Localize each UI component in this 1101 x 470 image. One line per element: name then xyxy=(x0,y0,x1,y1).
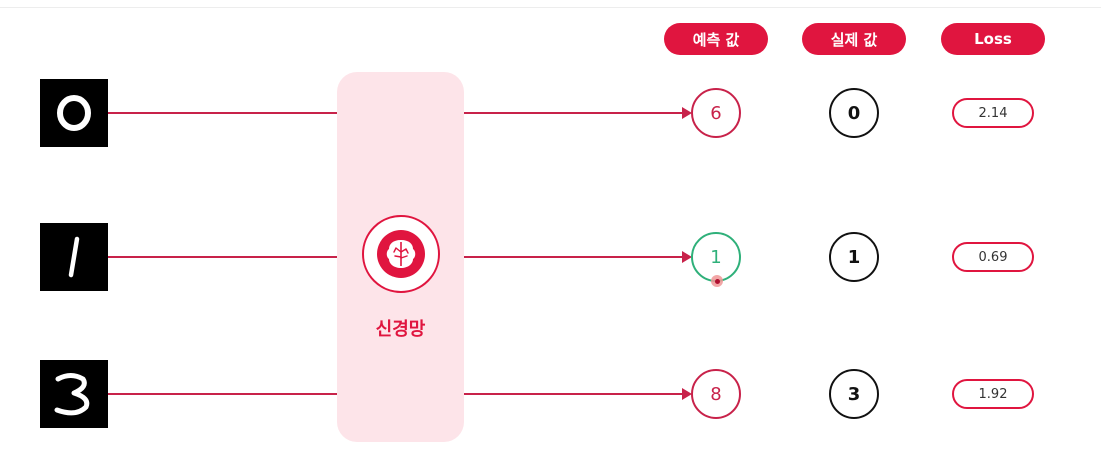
input-image-1 xyxy=(40,223,108,291)
actual-value-1: 1 xyxy=(829,232,879,282)
output-line-1 xyxy=(464,256,682,258)
brain-icon xyxy=(362,215,440,293)
loss-value-2: 1.92 xyxy=(952,379,1034,409)
loss-header: Loss xyxy=(941,23,1045,55)
handwritten-three-image xyxy=(54,373,90,416)
actual-header: 실제 값 xyxy=(802,23,906,55)
input-line-0 xyxy=(108,112,337,114)
predicted-value-1: 1 xyxy=(691,232,741,282)
predicted-value-0: 6 xyxy=(691,88,741,138)
arrow-head-2 xyxy=(682,388,692,400)
handwritten-zero-image xyxy=(57,95,91,131)
output-line-2 xyxy=(464,393,682,395)
loss-value-1: 0.69 xyxy=(952,242,1034,272)
actual-value-2: 3 xyxy=(829,369,879,419)
predicted-value-2: 8 xyxy=(691,369,741,419)
neural-network-label: 신경망 xyxy=(375,319,426,340)
brain-glyph xyxy=(377,230,425,278)
cursor-indicator xyxy=(711,275,723,287)
arrow-head-1 xyxy=(682,251,692,263)
input-image-0 xyxy=(40,79,108,147)
top-divider xyxy=(0,0,1101,8)
actual-value-0: 0 xyxy=(829,88,879,138)
handwritten-one-image xyxy=(68,236,80,278)
arrow-head-0 xyxy=(682,107,692,119)
output-line-0 xyxy=(464,112,682,114)
input-line-1 xyxy=(108,256,337,258)
input-image-3 xyxy=(40,360,108,428)
predicted-header: 예측 값 xyxy=(664,23,768,55)
input-line-2 xyxy=(108,393,337,395)
loss-value-0: 2.14 xyxy=(952,98,1034,128)
